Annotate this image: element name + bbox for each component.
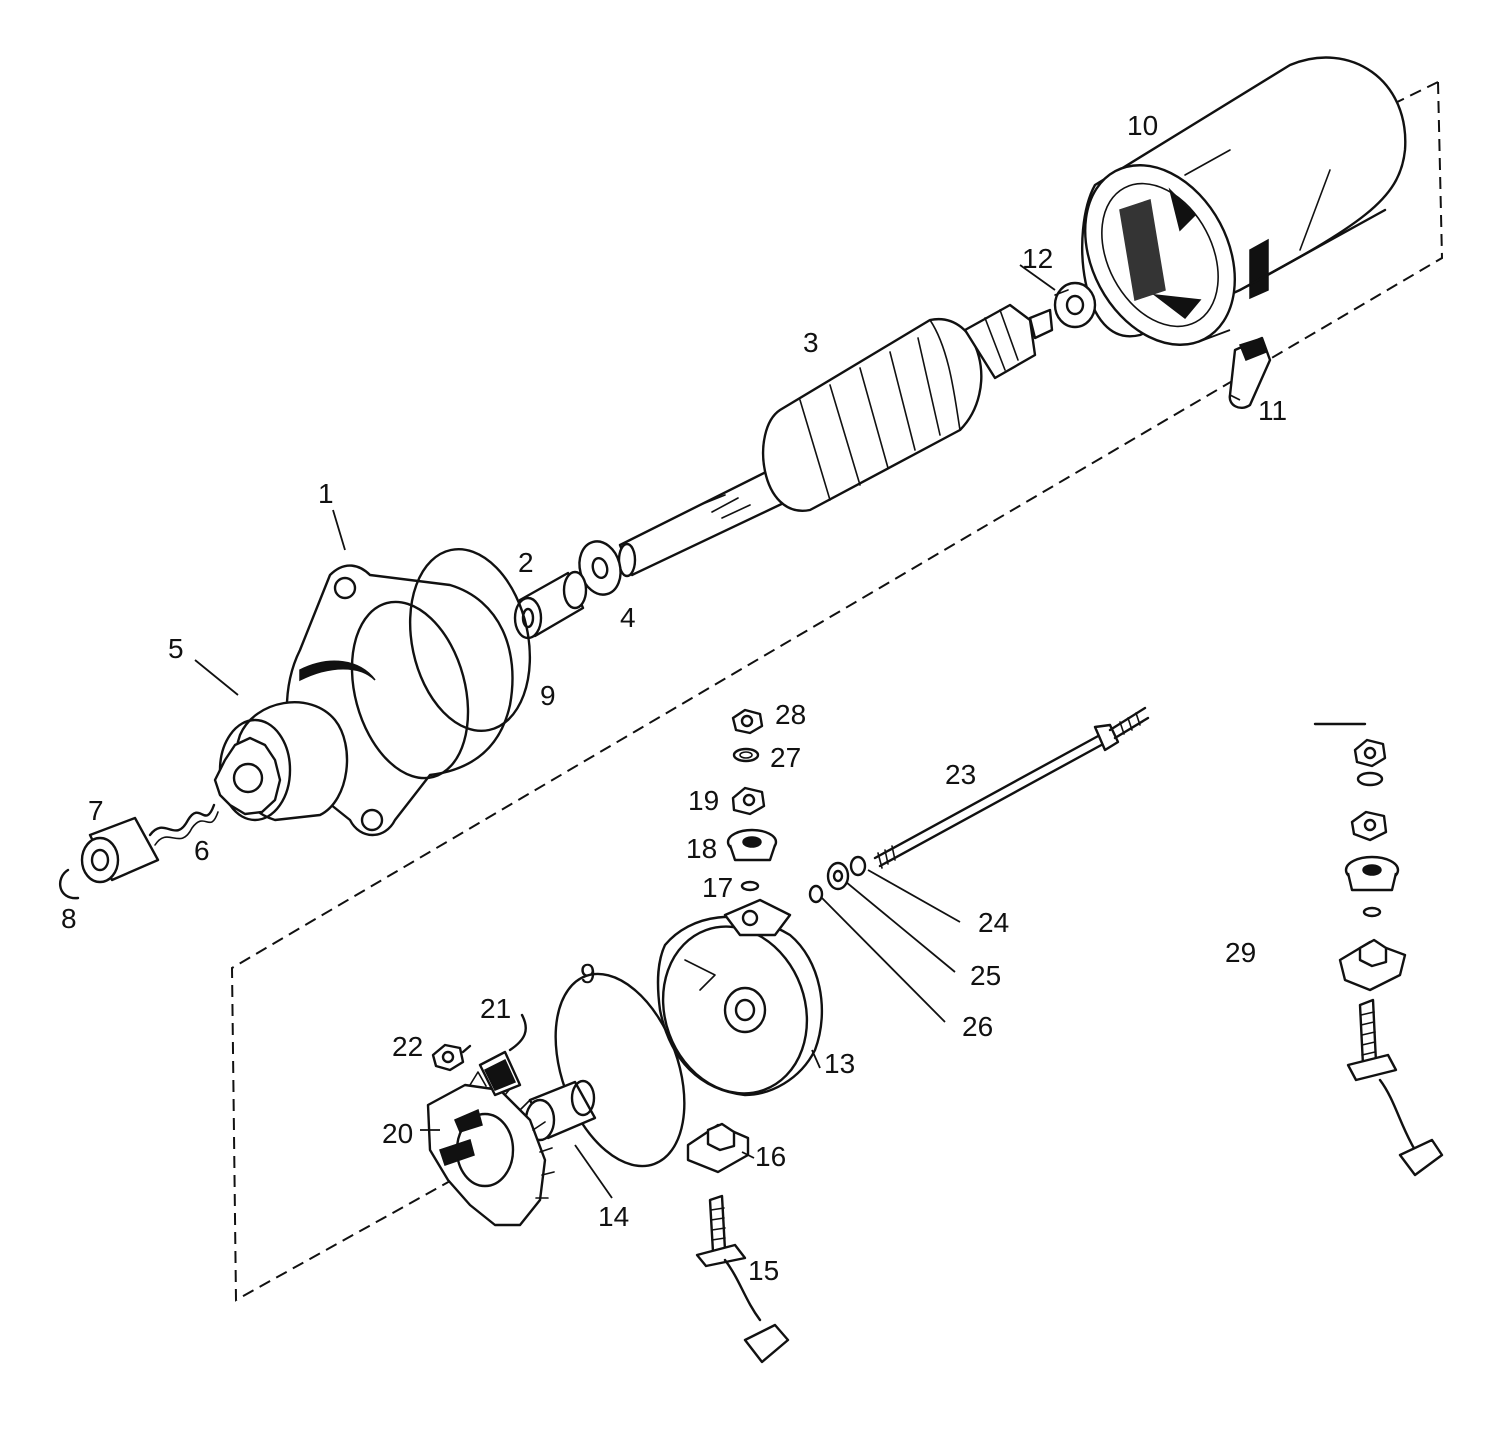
part-9-o-ring-upper	[408, 548, 532, 732]
callout-labels: 1 2 3 4 5 6 7 8 9 10 11 12 13 14 15 16 1…	[61, 110, 1287, 1286]
part-29-kit	[1313, 722, 1444, 1177]
part-3-armature	[617, 303, 1054, 578]
callout-10: 10	[1127, 110, 1158, 141]
leader-lines	[194, 264, 1241, 1199]
part-22-nut	[431, 1043, 472, 1072]
callout-23: 23	[945, 759, 976, 790]
part-6-spring	[148, 803, 219, 846]
part-25-washer	[826, 861, 850, 891]
callout-4: 4	[620, 602, 636, 633]
part-16-clip	[686, 1122, 750, 1174]
callout-1: 1	[318, 478, 334, 509]
callout-18: 18	[686, 833, 717, 864]
callout-22: 22	[392, 1031, 423, 1062]
callout-12: 12	[1022, 243, 1053, 274]
part-19-flange-nut	[731, 786, 766, 816]
callout-13: 13	[824, 1048, 855, 1079]
part-26-o-ring	[808, 884, 824, 904]
callout-8: 8	[61, 903, 77, 934]
part-27-washer	[732, 747, 760, 763]
part-10-motor-housing	[1081, 56, 1407, 346]
part-5-pinion	[213, 701, 349, 822]
callout-25: 25	[970, 960, 1001, 991]
part-11-terminal	[1228, 336, 1272, 409]
callout-6: 6	[194, 835, 210, 866]
callout-15: 15	[748, 1255, 779, 1286]
callout-29: 29	[1225, 937, 1256, 968]
callout-7: 7	[88, 795, 104, 826]
callout-9-upper: 9	[540, 680, 556, 711]
part-20-brush-plate	[426, 1071, 555, 1227]
part-12-bearing	[1053, 281, 1097, 329]
callout-24: 24	[978, 907, 1009, 938]
part-7-stop-collar	[80, 816, 160, 884]
callout-27: 27	[770, 742, 801, 773]
callout-17: 17	[702, 872, 733, 903]
part-15-brush-terminal	[695, 1194, 790, 1364]
part-24-washer	[849, 855, 867, 877]
part-18-insulator	[726, 828, 778, 862]
part-28-nut	[731, 708, 764, 735]
part-14-bushing	[524, 1079, 597, 1142]
part-8-snap-ring	[58, 868, 80, 900]
callout-19: 19	[688, 785, 719, 816]
callout-11: 11	[1258, 395, 1287, 426]
callout-9-lower: 9	[580, 958, 596, 989]
callout-14: 14	[598, 1201, 629, 1232]
callout-20: 20	[382, 1118, 413, 1149]
callout-3: 3	[803, 327, 819, 358]
callout-16: 16	[755, 1141, 786, 1172]
callout-21: 21	[480, 993, 511, 1024]
callout-5: 5	[168, 633, 184, 664]
callout-2: 2	[518, 547, 534, 578]
part-13-end-cover	[656, 898, 824, 1097]
part-21-brush-spring	[478, 1013, 527, 1097]
part-2-bushing	[513, 570, 588, 640]
callout-26: 26	[962, 1011, 993, 1042]
part-23-through-bolt	[873, 706, 1150, 869]
part-17-o-ring	[740, 880, 760, 892]
callout-28: 28	[775, 699, 806, 730]
